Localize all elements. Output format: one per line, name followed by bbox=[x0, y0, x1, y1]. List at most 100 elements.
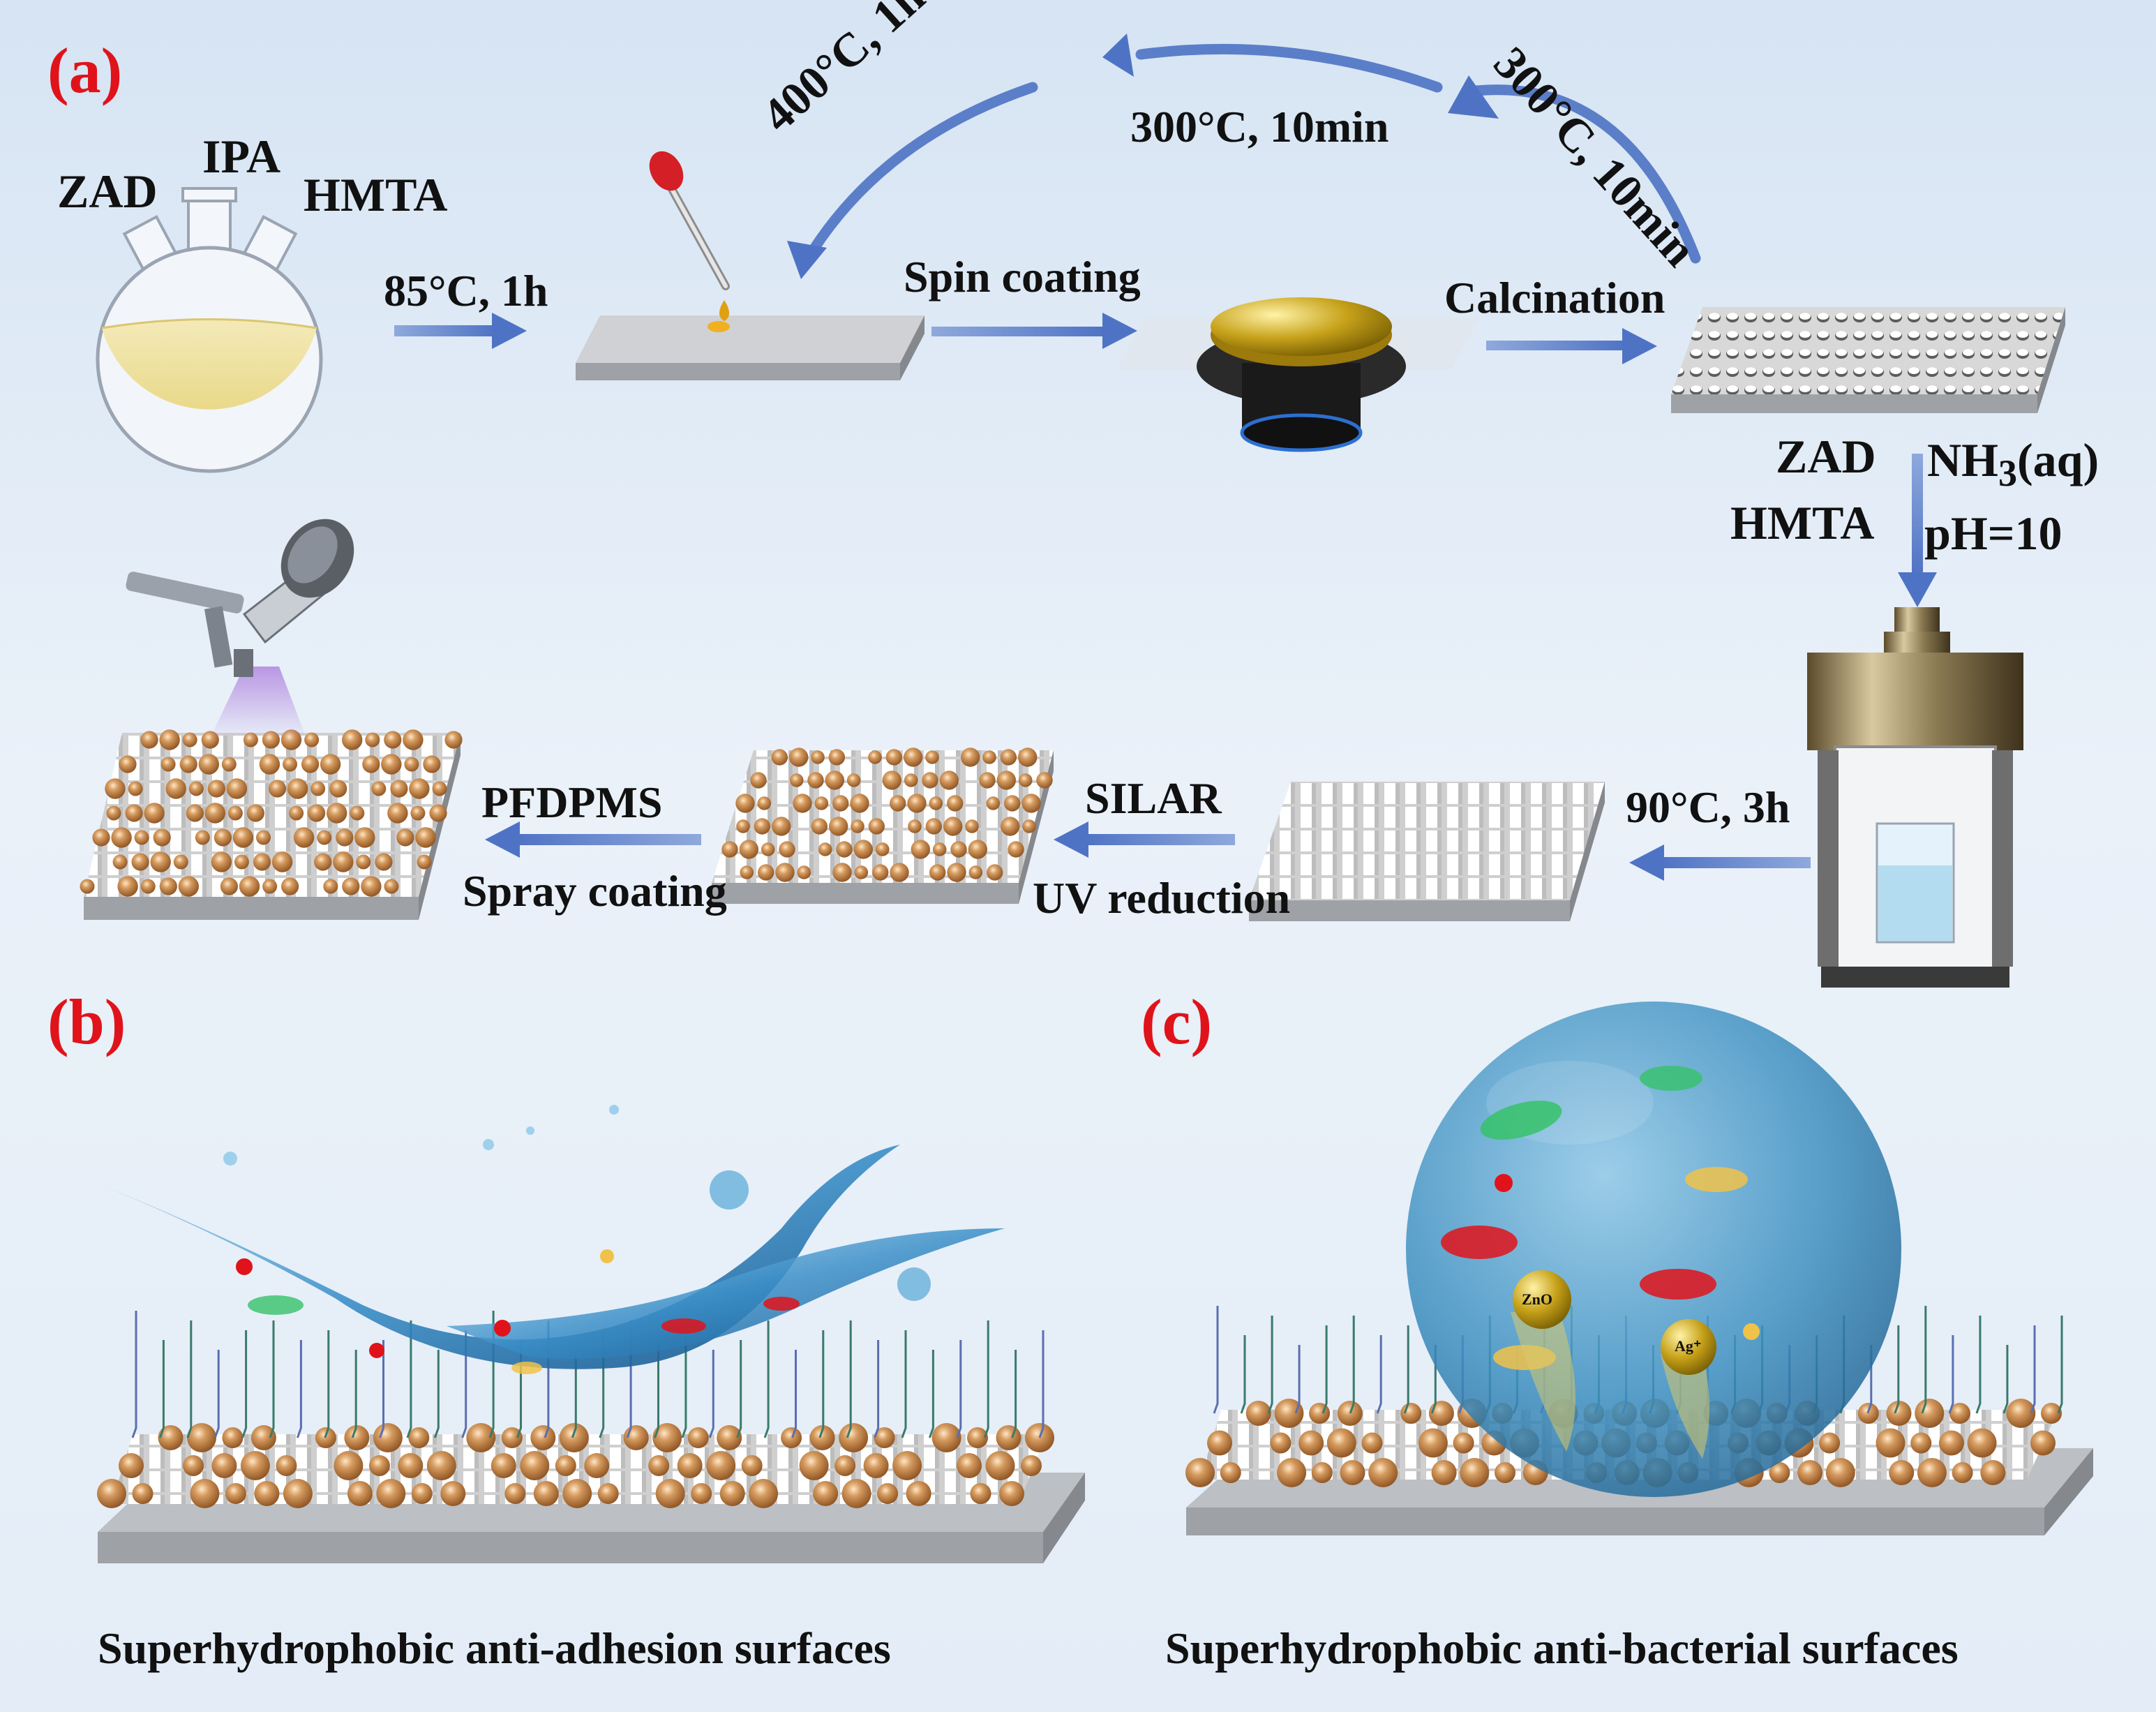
silver-nanoparticle bbox=[1915, 1399, 1945, 1428]
silver-nanoparticle bbox=[106, 805, 121, 821]
silver-nanoparticle bbox=[276, 1455, 297, 1476]
silver-nanoparticle bbox=[818, 842, 832, 856]
fluorosilane-chains-icon bbox=[131, 1311, 1045, 1438]
reagent-label: HMTA bbox=[304, 168, 448, 221]
silver-nanoparticle bbox=[758, 864, 774, 881]
silver-nanoparticle bbox=[904, 773, 918, 787]
silver-nanoparticle bbox=[1021, 1455, 1042, 1476]
silver-nanoparticle bbox=[1001, 817, 1020, 836]
silver-nanoparticle bbox=[222, 1427, 244, 1448]
fluorosilane-chain bbox=[736, 1340, 742, 1438]
silver-nanoparticle bbox=[875, 842, 890, 856]
silver-nanoparticle bbox=[333, 851, 354, 872]
silver-nanoparticle bbox=[1008, 841, 1024, 858]
silver-nanoparticle bbox=[691, 1483, 712, 1504]
silver-nanoparticle bbox=[846, 773, 861, 787]
arrow-left-icon bbox=[485, 821, 701, 858]
silver-nanoparticle bbox=[793, 794, 812, 813]
silver-nanoparticle bbox=[925, 818, 943, 835]
fluorosilane-chain bbox=[791, 1350, 797, 1438]
three-neck-flask-icon bbox=[96, 187, 323, 473]
silver-nanoparticle bbox=[1797, 1460, 1823, 1485]
anti-adhesion-surface-icon bbox=[98, 1434, 1085, 1563]
silver-nanoparticle bbox=[825, 771, 845, 790]
silver-nanoparticle bbox=[1825, 1458, 1855, 1487]
fluorosilane-chain bbox=[296, 1340, 302, 1438]
silver-nanoparticle bbox=[415, 827, 436, 848]
silver-nanoparticle bbox=[491, 1453, 516, 1478]
silver-nanoparticle bbox=[1917, 1458, 1947, 1487]
silver-nanoparticle bbox=[310, 781, 326, 796]
fluorosilane-chain bbox=[928, 1350, 934, 1438]
silver-nanoparticle bbox=[281, 877, 299, 895]
silver-nanoparticle bbox=[740, 865, 754, 879]
silver-nanoparticle bbox=[1004, 795, 1021, 812]
fluorosilane-chain bbox=[1975, 1316, 1982, 1414]
reagent-label: ZAD bbox=[57, 165, 158, 218]
silver-nanoparticle bbox=[562, 1479, 592, 1508]
silver-nanoparticle bbox=[721, 841, 738, 858]
silver-nanoparticle bbox=[304, 732, 320, 747]
growth-base-label: NH3(aq) bbox=[1927, 436, 2099, 492]
fluorosilane-chain bbox=[433, 1350, 440, 1438]
silver-nanoparticle bbox=[854, 865, 869, 879]
silver-nanoparticle bbox=[119, 755, 137, 773]
silver-nanoparticle bbox=[240, 1451, 270, 1480]
growth-reagent-label: ZAD bbox=[1776, 430, 1876, 483]
silver-nanoparticle bbox=[1000, 749, 1017, 766]
silver-nanoparticle bbox=[749, 1479, 779, 1508]
arrow-left-icon bbox=[1054, 821, 1235, 858]
silver-nanoparticle bbox=[829, 817, 848, 836]
silver-nanoparticle bbox=[150, 851, 171, 872]
silver-nanoparticle bbox=[957, 1453, 982, 1478]
silver-nanoparticle bbox=[2006, 1399, 2036, 1428]
silver-nanoparticle bbox=[195, 830, 210, 845]
arrowhead-icon bbox=[1102, 34, 1134, 77]
silver-nanoparticle bbox=[183, 1455, 204, 1476]
silver-nanoparticle bbox=[226, 778, 248, 799]
fluorosilane-chain bbox=[158, 1340, 165, 1438]
silver-nanoparticle bbox=[832, 795, 849, 812]
silver-nanoparticle bbox=[2030, 1430, 2056, 1456]
silver-nanoparticle bbox=[501, 1427, 523, 1448]
fluorosilane-chain bbox=[131, 1311, 137, 1438]
reagent-label: IPA bbox=[202, 130, 281, 183]
silver-nanoparticle bbox=[186, 804, 204, 822]
silver-nanoparticle bbox=[520, 1451, 550, 1480]
silver-nanoparticle bbox=[375, 853, 393, 871]
silver-nanoparticle bbox=[677, 1453, 703, 1478]
silver-nanoparticle bbox=[1018, 747, 1038, 767]
fluorosilane-chain bbox=[901, 1330, 907, 1438]
silver-nanoparticle bbox=[965, 819, 979, 833]
silver-nanoparticle bbox=[227, 805, 243, 821]
silver-nanoparticle bbox=[597, 1483, 619, 1504]
silver-nanoparticle bbox=[356, 854, 371, 870]
silver-nanoparticle bbox=[211, 1453, 237, 1478]
silver-nanoparticle bbox=[283, 1479, 313, 1508]
silver-nanoparticle bbox=[125, 804, 143, 822]
nanorod-array-icon bbox=[1249, 782, 1605, 921]
silver-nanoparticle bbox=[131, 853, 149, 871]
fluorosilane-chain bbox=[956, 1340, 962, 1438]
fluorosilane-chain bbox=[324, 1330, 330, 1438]
silver-nanoparticle bbox=[872, 864, 889, 881]
arrow-left-icon bbox=[1629, 844, 1811, 881]
silver-nanoparticles-icon bbox=[721, 747, 1053, 882]
fluorosilane-chain bbox=[1294, 1345, 1301, 1414]
silver-nanoparticle bbox=[939, 771, 959, 790]
silver-nanoparticle bbox=[250, 1425, 276, 1450]
silver-nanoparticle bbox=[293, 827, 315, 848]
silver-nanoparticle bbox=[329, 780, 347, 798]
silver-nanoparticle bbox=[1949, 1403, 1970, 1424]
silver-nanoparticle bbox=[947, 795, 964, 812]
fluorosilane-chain bbox=[2057, 1316, 2063, 1414]
fluorosilane-chain bbox=[351, 1350, 357, 1438]
fluorosilane-chain bbox=[241, 1330, 248, 1438]
water-splash-icon bbox=[105, 1105, 1005, 1369]
silver-nanoparticle bbox=[239, 876, 260, 897]
silver-nanoparticle bbox=[832, 863, 852, 882]
silver-nanoparticle bbox=[996, 1425, 1021, 1450]
arrowhead-icon bbox=[787, 241, 827, 279]
silver-nanoparticle bbox=[839, 1423, 869, 1452]
